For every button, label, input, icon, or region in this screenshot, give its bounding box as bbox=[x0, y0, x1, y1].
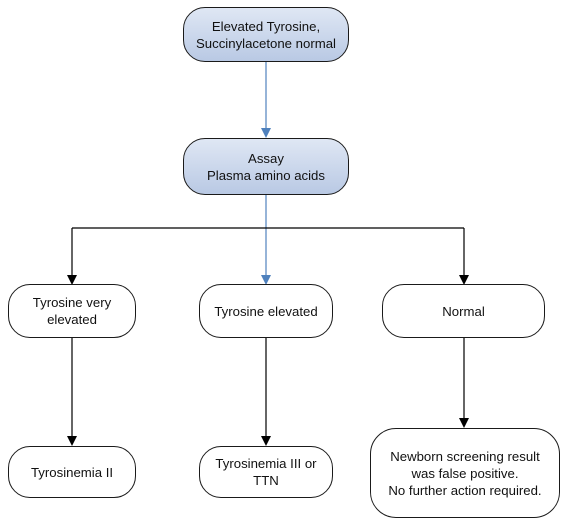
node-assay-line-2: Plasma amino acids bbox=[206, 167, 325, 183]
node-assay-line-1: Assay bbox=[248, 150, 284, 166]
node-elevated-tyrosine: Elevated Tyrosine, Succinylacetone norma… bbox=[183, 7, 349, 62]
node-tyrosinemia-iii-line-2: TTN bbox=[253, 473, 279, 488]
node-elevated-tyrosine-line-2: Succinylacetone normal bbox=[195, 35, 336, 51]
node-false-positive-line-3: No further action required. bbox=[388, 482, 542, 498]
node-tyrosine-very-elevated-line-2: elevated bbox=[47, 312, 97, 327]
node-tyrosine-elevated: Tyrosine elevated bbox=[199, 284, 333, 338]
node-tyrosinemia-iii-line-1: Tyrosinemia III or bbox=[215, 456, 317, 471]
node-false-positive-line-1: Newborn screening result bbox=[390, 448, 540, 464]
node-tyrosinemia-ii: Tyrosinemia II bbox=[8, 446, 136, 498]
node-false-positive: Newborn screening result was false posit… bbox=[370, 428, 560, 518]
node-normal: Normal bbox=[382, 284, 545, 338]
node-normal-line-1: Normal bbox=[442, 303, 485, 319]
node-elevated-tyrosine-line-1: Elevated Tyrosine, bbox=[211, 18, 321, 34]
node-assay: Assay Plasma amino acids bbox=[183, 138, 349, 195]
node-false-positive-line-2: was false positive. bbox=[411, 465, 519, 481]
node-tyrosine-very-elevated: Tyrosine very elevated bbox=[8, 284, 136, 338]
node-tyrosinemia-ii-line-1: Tyrosinemia II bbox=[30, 464, 114, 480]
node-tyrosine-very-elevated-line-1: Tyrosine very bbox=[32, 295, 112, 310]
node-tyrosinemia-iii: Tyrosinemia III or TTN bbox=[199, 446, 333, 498]
node-tyrosine-elevated-line-1: Tyrosine elevated bbox=[214, 303, 318, 319]
